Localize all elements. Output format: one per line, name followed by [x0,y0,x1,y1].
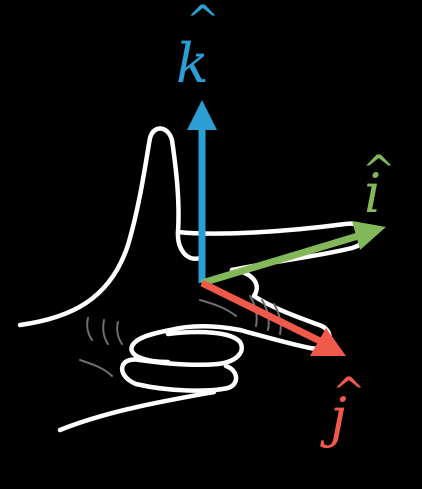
knuckle-detail [79,359,113,377]
wrist-outline [57,389,217,433]
pinky-finger-outline [119,357,239,393]
middle-finger-outline [229,267,332,351]
palm-outline [129,324,243,365]
j-vector-arrowhead [310,328,346,356]
i-vector-shaft [200,232,360,287]
j-vector-shaft [200,279,324,346]
k-label-text: k [176,32,209,95]
knuckle-detail [116,321,123,345]
k-hat-label: ^ k [176,0,220,95]
k-vector-arrowhead [187,100,217,130]
j-label-text: j [320,386,347,449]
knuckle-detail [199,299,237,317]
k-hat-vector [187,100,217,283]
k-hat-symbol: ^ [186,0,220,44]
knuckle-detail [102,319,109,345]
thumb-outline [17,126,203,328]
j-hat-vector [200,279,346,356]
hand-illustration [17,126,371,433]
i-hat-symbol: ^ [362,148,396,194]
i-label-text: i [364,162,381,225]
knuckle-detail [86,317,93,341]
j-hat-symbol: ^ [332,370,366,416]
i-hat-vector [200,221,386,287]
i-hat-label: ^ i [362,148,396,225]
j-hat-label: ^ j [320,370,366,449]
i-vector-arrowhead [352,221,386,250]
ring-finger-outline [137,329,244,368]
